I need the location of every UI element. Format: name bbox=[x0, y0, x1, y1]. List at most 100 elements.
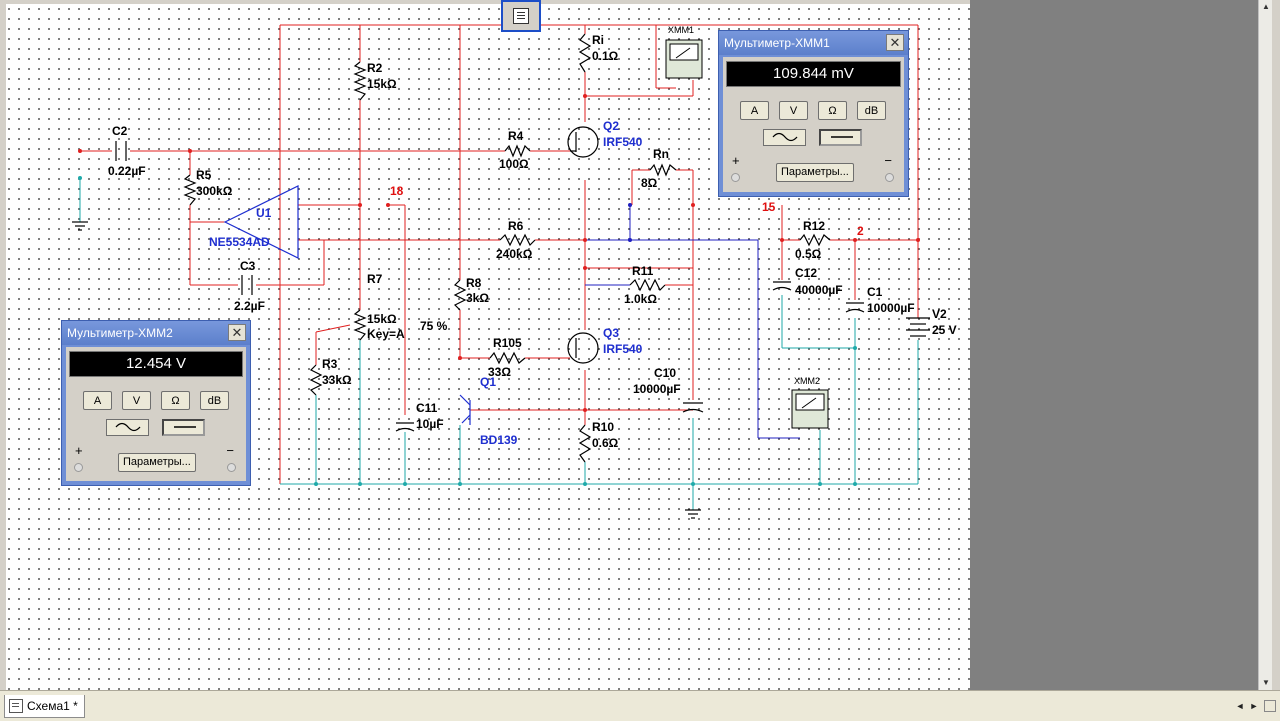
tab-schema1[interactable]: Схема1 * bbox=[4, 695, 85, 718]
value-r7: 15kΩ bbox=[367, 312, 397, 326]
meter-display: 109.844 mV bbox=[726, 61, 901, 87]
value-c2: 0.22µF bbox=[108, 164, 146, 178]
value-r3: 33kΩ bbox=[322, 373, 352, 387]
label-r11: R11 bbox=[632, 264, 654, 278]
value-r2: 15kΩ bbox=[367, 77, 397, 91]
minus-terminal[interactable] bbox=[885, 173, 894, 182]
label-r5: R5 bbox=[196, 168, 212, 182]
value-r6: 240kΩ bbox=[496, 247, 533, 261]
value-r11: 1.0kΩ bbox=[624, 292, 657, 306]
label-r12: R12 bbox=[803, 219, 825, 233]
value-r10: 0.6Ω bbox=[592, 436, 619, 450]
close-icon[interactable]: ✕ bbox=[886, 34, 904, 51]
value-rn: 8Ω bbox=[641, 176, 658, 190]
dc-mode-button[interactable] bbox=[819, 129, 862, 146]
value-ri: 0.1Ω bbox=[592, 49, 619, 63]
db-button[interactable]: dB bbox=[200, 391, 229, 410]
value-v2: 25 V bbox=[932, 323, 957, 337]
tab-next-icon[interactable]: ► bbox=[1249, 701, 1259, 711]
scroll-up-icon[interactable]: ▲ bbox=[1262, 2, 1270, 11]
sine-wave-icon bbox=[772, 132, 798, 142]
label-c10: C10 bbox=[654, 366, 676, 380]
xmm1-icon[interactable] bbox=[665, 39, 703, 79]
volt-button[interactable]: V bbox=[779, 101, 808, 120]
tab-label: Схема1 * bbox=[27, 699, 78, 713]
multimeter-xmm2-window[interactable]: Мультиметр-XMM2 ✕ 12.454 V A V Ω dB + − … bbox=[61, 320, 251, 486]
close-icon[interactable]: ✕ bbox=[228, 324, 246, 341]
ampere-button[interactable]: A bbox=[740, 101, 769, 120]
value-r8: 3kΩ bbox=[466, 291, 489, 305]
label-xmm1: XMM1 bbox=[668, 25, 694, 35]
components-list-icon bbox=[513, 8, 529, 24]
tab-prev-icon[interactable]: ◄ bbox=[1235, 701, 1245, 711]
ohm-button[interactable]: Ω bbox=[161, 391, 190, 410]
label-c11: C11 bbox=[416, 401, 438, 415]
node-2: 2 bbox=[857, 224, 864, 238]
label-r6: R6 bbox=[508, 219, 524, 233]
value-c11: 10µF bbox=[416, 417, 444, 431]
ground-wires bbox=[79, 178, 919, 510]
multimeter-xmm1-window[interactable]: Мультиметр-XMM1 ✕ 109.844 mV A V Ω dB + … bbox=[718, 30, 909, 197]
label-q3: Q3 bbox=[603, 326, 619, 340]
db-button[interactable]: dB bbox=[857, 101, 886, 120]
value-q1: BD139 bbox=[480, 433, 518, 447]
minus-terminal[interactable] bbox=[227, 463, 236, 472]
label-r7: R7 bbox=[367, 272, 383, 286]
plus-terminal-label: + bbox=[75, 443, 83, 458]
blue-wires bbox=[585, 205, 800, 439]
minus-terminal-label: − bbox=[226, 443, 234, 458]
plus-terminal[interactable] bbox=[731, 173, 740, 182]
label-xmm2: XMM2 bbox=[794, 376, 820, 386]
label-c3: C3 bbox=[240, 259, 256, 273]
ampere-button[interactable]: A bbox=[83, 391, 112, 410]
plus-terminal[interactable] bbox=[74, 463, 83, 472]
ac-mode-button[interactable] bbox=[106, 419, 149, 436]
label-r2: R2 bbox=[367, 61, 383, 75]
circuit-schematic: C2 0.22µF R5 300kΩ U1 NE5534AD C3 2.2µF … bbox=[72, 24, 957, 519]
parameters-button[interactable]: Параметры... bbox=[118, 453, 196, 472]
label-u1: U1 bbox=[256, 206, 272, 220]
label-r105: R105 bbox=[493, 336, 522, 350]
label-v2: V2 bbox=[932, 307, 947, 321]
value-c3: 2.2µF bbox=[234, 299, 265, 313]
label-c1: C1 bbox=[867, 285, 883, 299]
dc-line-icon bbox=[174, 426, 196, 428]
window-frame-left bbox=[0, 0, 6, 690]
ac-mode-button[interactable] bbox=[763, 129, 806, 146]
percent-r7: 75 % bbox=[420, 319, 448, 333]
tab-menu-icon[interactable] bbox=[1264, 700, 1276, 712]
value-q2: IRF540 bbox=[603, 135, 643, 149]
ground-dots bbox=[78, 176, 857, 486]
label-rn: Rn bbox=[653, 147, 669, 161]
label-r10: R10 bbox=[592, 420, 614, 434]
label-q1: Q1 bbox=[480, 375, 496, 389]
volt-button[interactable]: V bbox=[122, 391, 151, 410]
label-ri: Ri bbox=[592, 33, 604, 47]
value-r4: 100Ω bbox=[499, 157, 529, 171]
label-r3: R3 bbox=[322, 357, 338, 371]
ohm-button[interactable]: Ω bbox=[818, 101, 847, 120]
dc-line-icon bbox=[831, 136, 853, 138]
value-r5: 300kΩ bbox=[196, 184, 233, 198]
meter-display: 12.454 V bbox=[69, 351, 243, 377]
node-18: 18 bbox=[390, 184, 404, 198]
value-r105: 33Ω bbox=[488, 365, 511, 379]
component-list-button[interactable] bbox=[501, 0, 541, 32]
node-15: 15 bbox=[762, 200, 776, 214]
sine-wave-icon bbox=[115, 422, 141, 432]
xmm2-icon[interactable] bbox=[791, 389, 829, 429]
scroll-down-icon[interactable]: ▼ bbox=[1262, 678, 1270, 687]
window-frame-top bbox=[0, 0, 970, 4]
plus-terminal-label: + bbox=[732, 153, 740, 168]
parameters-button[interactable]: Параметры... bbox=[776, 163, 854, 182]
components bbox=[72, 33, 930, 519]
schematic-doc-icon bbox=[9, 699, 23, 713]
blue-dots bbox=[628, 203, 632, 242]
window-title: Мультиметр-XMM1 bbox=[719, 31, 908, 55]
workspace-background bbox=[970, 0, 1258, 690]
label-c2: C2 bbox=[112, 124, 128, 138]
vertical-scrollbar[interactable]: ▲ ▼ bbox=[1258, 0, 1273, 690]
dc-mode-button[interactable] bbox=[162, 419, 205, 436]
value-c12: 40000µF bbox=[795, 283, 843, 297]
label-r4: R4 bbox=[508, 129, 524, 143]
